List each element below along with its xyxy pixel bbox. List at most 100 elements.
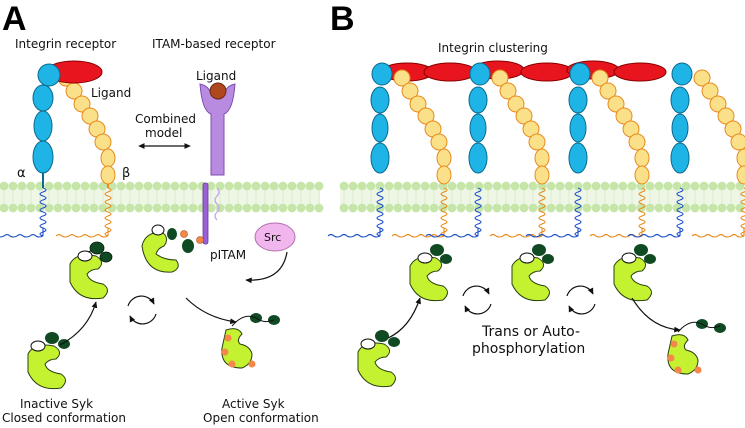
- syk-kinase-icon: [613, 244, 656, 302]
- lipid-head: [296, 181, 306, 191]
- lipid-head: [600, 203, 610, 213]
- lipid-head: [555, 203, 565, 213]
- lipid-head: [375, 181, 385, 191]
- lipid-head: [152, 203, 162, 213]
- lipid-head: [708, 181, 718, 191]
- lipid-head: [726, 181, 736, 191]
- integrin-receptor-icon: [327, 62, 452, 238]
- cycle-arrows-icon: [462, 285, 492, 315]
- integrin-receptor-icon: [627, 62, 745, 238]
- lipid-head: [672, 181, 682, 191]
- lipid-head: [546, 203, 556, 213]
- lipid-head: [188, 203, 198, 213]
- lipid-head: [735, 203, 745, 213]
- lipid-head: [546, 181, 556, 191]
- lipid-head: [699, 181, 709, 191]
- b-active-arrow: [631, 297, 681, 333]
- lipid-head: [456, 203, 466, 213]
- lipid-head: [627, 181, 637, 191]
- itam-ligand: [209, 82, 227, 100]
- lipid-head: [366, 181, 376, 191]
- lipid-head: [663, 203, 673, 213]
- lipid-head: [726, 203, 736, 213]
- phosphorylation-label: phosphorylation: [472, 341, 585, 357]
- membrane-a: [0, 181, 324, 213]
- lipid-head: [53, 181, 63, 191]
- lipid-head: [89, 181, 99, 191]
- lipid-head: [510, 181, 520, 191]
- alpha-label: α: [17, 166, 26, 181]
- combined-model-line2: model: [145, 126, 182, 140]
- lipid-head: [242, 181, 252, 191]
- lipid-head: [429, 203, 439, 213]
- lipid-head: [348, 181, 358, 191]
- syk-kinase-icon: [69, 241, 113, 300]
- lipid-head: [170, 181, 180, 191]
- syk-kinase-active-icon: [667, 319, 726, 375]
- lipid-head: [654, 203, 664, 213]
- lipid-head: [44, 203, 54, 213]
- lipid-head: [188, 181, 198, 191]
- itam-tail: [202, 182, 209, 245]
- lipid-head: [402, 181, 412, 191]
- lipid-head: [555, 181, 565, 191]
- inactive-syk-label: Inactive Syk: [20, 397, 93, 411]
- lipid-head: [44, 181, 54, 191]
- integrin-receptor-icon: [525, 62, 650, 238]
- lipid-head: [116, 181, 126, 191]
- lipid-head: [591, 203, 601, 213]
- lipid-head: [215, 203, 225, 213]
- lipid-head: [53, 203, 63, 213]
- lipid-head: [233, 203, 243, 213]
- syk-kinase-icon: [409, 244, 452, 302]
- lipid-head: [62, 181, 72, 191]
- lipid-head: [681, 203, 691, 213]
- lipid-head: [411, 181, 421, 191]
- lipid-head: [483, 203, 493, 213]
- lipid-head: [357, 181, 367, 191]
- lipid-head: [0, 203, 9, 213]
- lipid-head: [206, 203, 216, 213]
- lipid-head: [269, 203, 279, 213]
- src-label: Src: [264, 231, 281, 244]
- lipid-head: [429, 181, 439, 191]
- lipid-head: [564, 203, 574, 213]
- lipid-head: [233, 181, 243, 191]
- cycle-arrows-icon: [566, 285, 596, 315]
- lipid-head: [465, 181, 475, 191]
- lipid-head: [456, 181, 466, 191]
- lipid-head: [161, 181, 171, 191]
- itam-receptor-label: ITAM-based receptor: [152, 37, 276, 51]
- lipid-head: [8, 203, 18, 213]
- lipid-head: [107, 203, 117, 213]
- inactive-to-closed-arrow: [59, 301, 98, 346]
- lipid-head: [564, 181, 574, 191]
- lipid-head: [224, 181, 234, 191]
- lipid-head: [672, 203, 682, 213]
- lipid-head: [528, 181, 538, 191]
- lipid-head: [348, 203, 358, 213]
- lipid-head: [501, 203, 511, 213]
- lipid-head: [717, 203, 727, 213]
- lipid-head: [420, 203, 430, 213]
- lipid-head: [609, 203, 619, 213]
- syk-kinase-inactive-icon: [27, 332, 70, 390]
- lipid-head: [609, 181, 619, 191]
- lipid-head: [314, 203, 324, 213]
- lipid-head: [474, 181, 484, 191]
- lipid-head: [215, 181, 225, 191]
- lipid-head: [134, 203, 144, 213]
- lipid-head: [447, 181, 457, 191]
- lipid-head: [663, 181, 673, 191]
- lipid-head: [492, 203, 502, 213]
- itam-receptor-icon: [199, 82, 236, 245]
- integrin-receptor-icon: [0, 60, 116, 238]
- alpha-subunit: [32, 63, 61, 188]
- lipid-head: [17, 181, 27, 191]
- lipid-head: [690, 181, 700, 191]
- lipid-head: [708, 203, 718, 213]
- lipid-head: [287, 203, 297, 213]
- lipid-head: [62, 203, 72, 213]
- lipid-head: [143, 181, 153, 191]
- lipid-head: [125, 181, 135, 191]
